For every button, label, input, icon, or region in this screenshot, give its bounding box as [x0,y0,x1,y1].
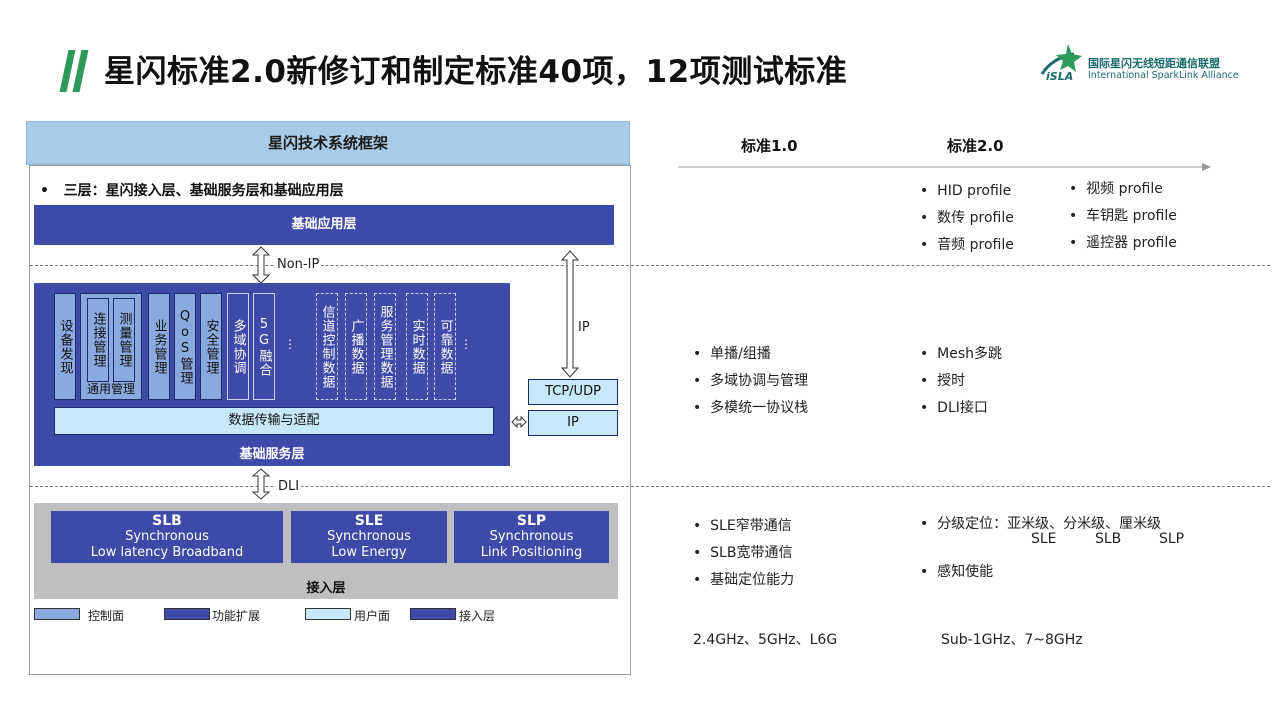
app-v2-col1: • HID profile • 数传 profile • 音频 profile [920,183,1014,253]
control-item-device-discovery: 设备发现 [54,293,76,400]
ext-item-multidomain: 多域协调 [227,293,249,400]
framework-bullet: • 三层：星闪接入层、基础服务层和基础应用层 [40,183,344,199]
app-v2-col2: • 视频 profile • 车钥匙 profile • 遥控器 profile [1069,181,1177,251]
dli-label: DLI [276,479,302,494]
double-arrow-icon [251,468,271,500]
acc-v2-positioning: • 分级定位：亚米级、分米级、厘米级 [920,516,1162,532]
acc-v2-sub-slb: SLB [1095,531,1122,547]
bidirectional-arrow-icon [511,414,527,430]
freq-v1: 2.4GHz、5GHz、L6G [693,632,838,648]
control-item-security: 安全管理 [200,293,222,400]
data-item-realtime: 实时数据 [406,293,428,400]
logo-mark: iSLA [1046,70,1074,83]
separator-line [30,486,1270,487]
legend-label-user: 用户面 [354,609,391,623]
data-item-channel: 信道控制数据 [316,293,338,400]
sparklink-logo-icon [1038,40,1086,84]
ellipsis: ⋮ [460,337,472,351]
ip-box: IP [528,410,618,436]
standard-1-label: 标准1.0 [741,137,798,155]
legend-label-access: 接入层 [459,609,496,623]
legend-swatch-control [34,608,80,620]
general-management-label: 通用管理 [86,382,135,396]
acc-v2-sensing: • 感知使能 [920,564,994,580]
acc-v2-sub-sle: SLE [1031,531,1057,547]
control-item-service-mgmt: 业务管理 [148,293,170,400]
legend-swatch-user [305,608,351,620]
logo-name-cn: 国际星闪无线短距通信联盟 [1088,57,1220,70]
control-item-connection: 连接管理 [87,298,109,382]
framework-header: 星闪技术系统框架 [26,121,630,165]
data-item-broadcast: 广播数据 [345,293,367,400]
freq-v2: Sub-1GHz、7~8GHz [941,632,1083,648]
tcp-udp-box: TCP/UDP [528,379,618,405]
control-item-qos: QoS管理 [174,293,196,400]
slp-block: SLP Synchronous Link Positioning [454,511,609,563]
data-item-service-mgmt: 服务管理数据 [374,293,396,400]
legend-swatch-access [410,608,456,620]
access-layer: SLB Synchronous Low latency Broadband SL… [34,503,618,599]
acc-v2-sub-slp: SLP [1159,531,1185,547]
separator-line [30,265,1270,266]
double-arrow-icon [251,246,271,284]
ellipsis: ⋮ [284,337,296,351]
non-ip-label: Non-IP [275,257,322,272]
legend-label-ext: 功能扩展 [212,609,261,623]
ext-item-5g: 5G融合 [253,293,275,400]
general-management-group: 连接管理 测量管理 通用管理 [80,293,142,400]
data-transmission-bar: 数据传输与适配 [54,407,494,435]
data-item-reliable: 可靠数据 [434,293,456,400]
ip-label: IP [578,320,590,335]
logo-name-en: International SparkLink Alliance [1088,70,1239,81]
acc-v1-list: • SLE窄带通信 • SLB宽带通信 • 基础定位能力 [693,518,795,588]
legend-swatch-ext [164,608,210,620]
access-layer-label: 接入层 [306,581,346,596]
svc-v2-list: • Mesh多跳 • 授时 • DLI接口 [920,346,1003,416]
standard-2-label: 标准2.0 [947,137,1004,155]
timeline-arrow-icon [678,158,1212,171]
page-title: 星闪标准2.0新修订和制定标准40项，12项测试标准 [104,54,848,90]
service-layer: 设备发现 连接管理 测量管理 通用管理 业务管理 QoS管理 安全管理 多域协调… [34,283,510,466]
control-item-measurement: 测量管理 [113,298,135,382]
app-layer: 基础应用层 [34,205,614,245]
service-layer-label: 基础服务层 [239,447,305,462]
title-accent-bars [59,50,89,92]
sle-block: SLE Synchronous Low Energy [291,511,447,563]
legend-label-control: 控制面 [88,609,125,623]
ip-arrow-icon [560,250,580,378]
svc-v1-list: • 单播/组播 • 多域协调与管理 • 多模统一协议栈 [693,346,809,416]
slb-block: SLB Synchronous Low latency Broadband [51,511,283,563]
